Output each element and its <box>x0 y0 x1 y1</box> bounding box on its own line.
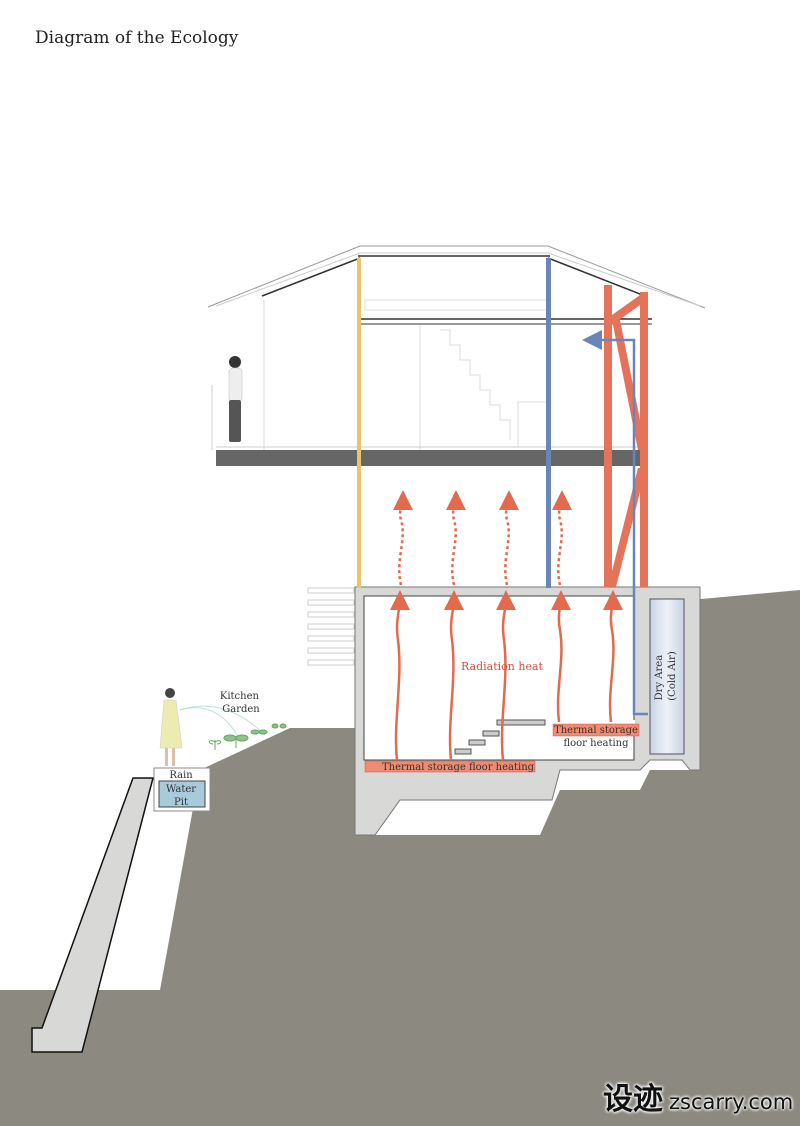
watermark-site: zscarry.com <box>669 1090 794 1114</box>
watermark: 设迹 zscarry.com <box>603 1074 793 1118</box>
basement-stairs <box>454 719 546 755</box>
exterior-stair-lines <box>307 587 355 666</box>
blue-column <box>546 258 551 588</box>
roof <box>207 245 706 325</box>
ground-mass <box>0 728 800 1126</box>
seedling-icons <box>208 723 287 750</box>
person-standing-icon <box>228 356 243 442</box>
rain-label: Rain <box>169 770 193 781</box>
thermal-floor-band <box>364 760 536 773</box>
watermark-chinese: 设迹 <box>603 1082 663 1117</box>
yellow-column <box>357 258 361 588</box>
rising-heat-arrows <box>392 490 572 586</box>
thermal-upper-band <box>552 723 640 737</box>
gardener-icon <box>159 688 266 766</box>
cold-air-duct <box>582 330 648 716</box>
red-brace-frame <box>604 285 648 587</box>
water-fill <box>158 780 206 808</box>
pit-label: Pit <box>174 797 188 808</box>
retaining-wall <box>31 777 154 1053</box>
kitchen-garden-label: Kitchen Garden <box>220 691 262 715</box>
thermal-upper-label: Thermal storage <box>554 725 638 736</box>
floor-heating-label: floor heating <box>563 738 629 749</box>
interior-outlines <box>263 299 551 450</box>
water-label: Water <box>166 784 196 795</box>
ground-right <box>690 590 800 780</box>
dry-area <box>649 598 685 755</box>
thermal-floor-label: Thermal storage floor heating <box>382 762 535 773</box>
radiation-heat-label: Radiation heat <box>461 660 544 673</box>
diagram-title: Diagram of the Ecology <box>35 28 239 48</box>
radiation-heat-arrows <box>389 590 623 761</box>
dry-area-label: Dry Area (Cold Air) <box>654 651 678 701</box>
upper-floor-slab <box>216 450 648 466</box>
